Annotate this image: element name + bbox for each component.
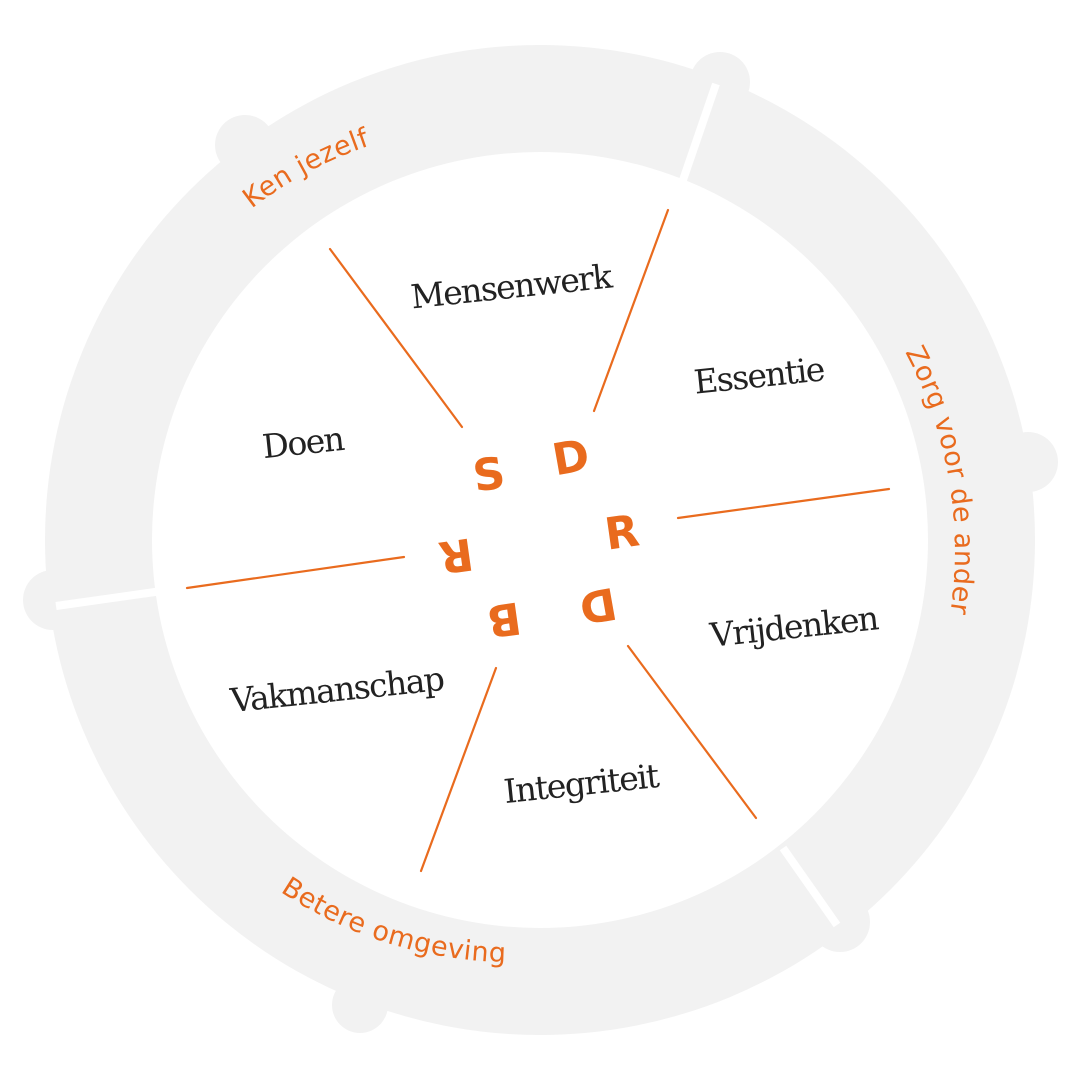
ring-bump	[690, 52, 750, 112]
ring-bump	[332, 977, 388, 1033]
center-letter-b: B	[484, 591, 524, 646]
ring-divider-bottom	[779, 845, 841, 928]
center-letter-d-bottom: D	[576, 577, 621, 634]
spoke-lower-left	[419, 666, 498, 873]
center-letter-r-left: R	[436, 527, 477, 582]
ring-bump	[998, 432, 1058, 492]
ring-divider-left	[55, 587, 163, 610]
segment-label-doen: Doen	[260, 419, 346, 466]
spoke-upper-right	[592, 208, 670, 413]
center-letter-r-right: R	[602, 505, 643, 560]
center-letter-d-top: D	[549, 430, 594, 487]
ring-dividers	[55, 82, 841, 928]
spoke-upper-left	[328, 247, 464, 429]
ring-bump	[215, 115, 275, 175]
spoke-right	[676, 487, 891, 520]
inner-disc	[152, 152, 928, 928]
spoke-lower-right	[626, 644, 758, 820]
spoke-left	[185, 555, 406, 590]
spokes	[185, 208, 891, 873]
center-letters: S D R D B R	[436, 430, 643, 647]
ring-divider-top	[679, 82, 720, 182]
center-letter-s: S	[470, 448, 508, 503]
ring-bump	[23, 570, 83, 630]
